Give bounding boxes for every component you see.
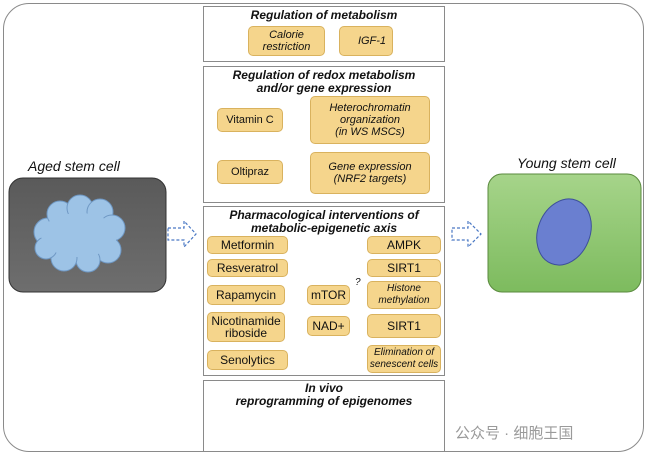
sirt1-box-b: SIRT1 <box>367 314 441 338</box>
senolytics-box: Senolytics <box>207 350 288 370</box>
hollow-arrow-right <box>451 219 482 249</box>
vitamin-c-box: Vitamin C <box>217 108 283 132</box>
factor-oct4-label: Oct4 <box>259 423 280 433</box>
calorie-restriction-box: Calorie restriction <box>248 26 325 56</box>
reprog-title-line1: In vivo <box>304 381 343 395</box>
pharma-title-line1: Pharmacological interventions of <box>229 208 419 222</box>
aged-cell-label: Aged stem cell <box>28 158 120 174</box>
panel-reprogramming <box>203 380 445 452</box>
ampk-box: AMPK <box>367 236 441 254</box>
heterochromatin-box: Heterochromatin organization (in WS MSCs… <box>310 96 430 144</box>
nad-box: NAD+ <box>307 316 350 336</box>
metabolism-title: Regulation of metabolism <box>250 8 398 22</box>
elimination-box: Elimination of senescent cells <box>367 345 441 373</box>
reprog-title-line2: reprogramming of epigenomes <box>235 394 413 408</box>
young-nucleus <box>536 198 592 266</box>
redox-title-line2: and/or gene expression <box>256 81 392 95</box>
hollow-arrow-left <box>167 219 197 249</box>
resveratrol-box: Resveratrol <box>207 259 288 277</box>
pharma-title-line2: metabolic-epigenetic axis <box>250 221 398 235</box>
factor-klf4-label: Klf4 <box>332 423 350 433</box>
mtor-box: mTOR <box>307 285 350 305</box>
sirt1-box-a: SIRT1 <box>367 259 441 277</box>
aged-nucleus <box>33 194 126 273</box>
watermark-text: 公众号 · 细胞王国 <box>455 425 574 442</box>
redox-title-line1: Regulation of redox metabolism <box>232 68 416 82</box>
factor-sox2-label: Sox2 <box>295 423 317 433</box>
igf1-box: IGF-1 <box>339 26 393 56</box>
rapamycin-box: Rapamycin <box>207 285 285 305</box>
gene-expression-box: Gene expression (NRF2 targets) <box>310 152 430 194</box>
oltipraz-box: Oltipraz <box>217 160 283 184</box>
young-cell-label: Young stem cell <box>517 155 616 171</box>
metformin-box: Metformin <box>207 236 288 254</box>
factor-cmyc-label: c-Myc <box>363 423 389 433</box>
question-mark: ? <box>355 277 361 288</box>
nicotinamide-riboside-box: Nicotinamide riboside <box>207 312 285 342</box>
histone-methylation-box: Histone methylation <box>367 281 441 309</box>
